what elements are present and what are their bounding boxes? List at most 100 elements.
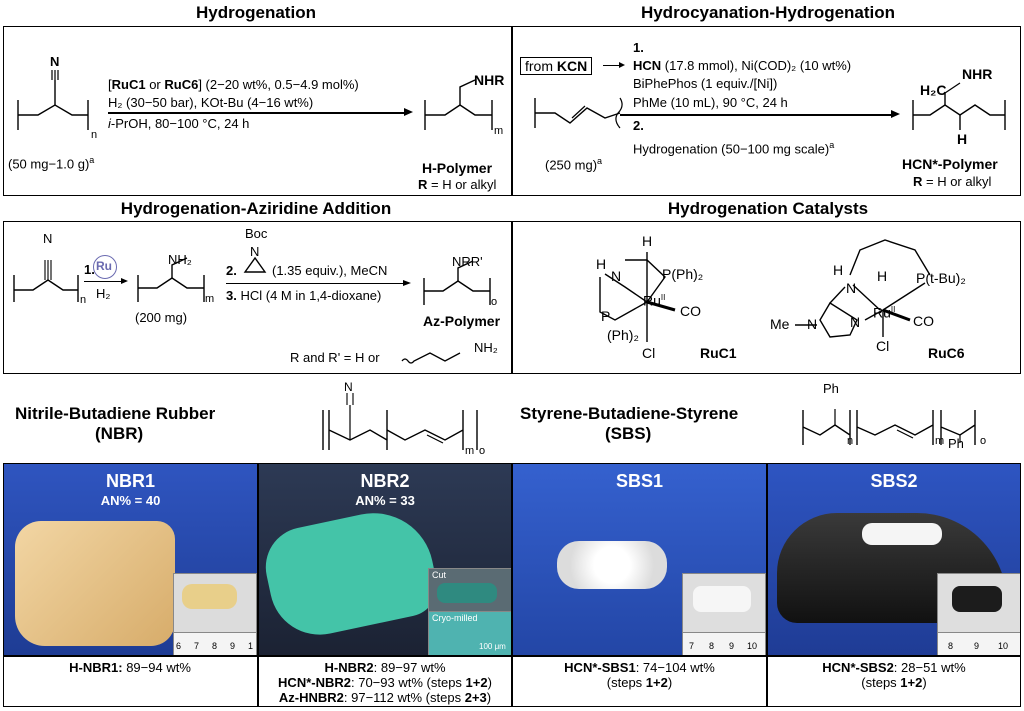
hcn-sample-amount: (250 mg)a [545,156,603,173]
rr-definition: R and R' = H or [290,350,380,365]
az-polymer-label: Az-Polymer [423,313,501,329]
az-nitrile-structure [13,260,79,302]
cryo-label: Cryo-milled [432,613,478,623]
nitrile-n: N [50,54,60,69]
solvent-conditions: PhMe (10 mL), 90 °C, 24 h [633,95,788,110]
hydrocyanation-arrow-head [891,110,900,118]
sbs1-inset: 7 8 9 10 [682,573,766,655]
ruc6-me: Me [770,316,790,332]
caption-sbs2: HCN*-SBS2: 28−51 wt% (steps 1+2) [822,660,966,690]
sbs1-title: SBS1 [615,471,664,491]
h-polymer-label: H-Polymer [422,160,493,176]
hcn-nhr-label: NHR [962,66,993,82]
photo-divider-3 [766,463,768,707]
ruc6-n3: N [850,314,861,330]
sample-amount: (50 mg−1.0 g)a [8,155,95,172]
caption-sbs1: HCN*-SBS1: 74−104 wt% (steps 1+2) [564,660,715,690]
from-kcn-box: from KCN [520,57,593,75]
ruc6-h: H [877,268,888,284]
nbr-o: o [479,445,486,457]
kcn-arrow-head [619,62,625,68]
catalysts-title: Hydrogenation Catalysts [667,199,869,218]
az-h2: H₂ [96,286,111,301]
az-polymer-structure [423,260,491,305]
step2-label: 2. [633,118,644,133]
hcn-conditions: HCN (17.8 mmol), Ni(COD)₂ (10 wt%) [633,58,852,73]
az-repeat-m: m [205,293,215,305]
nbr-structure [322,393,478,450]
ruler-tick-10: 10 [747,641,758,651]
ruc6-h-n: H [833,262,844,278]
ruler-tick-9: 9 [230,641,236,651]
sbs2-inset-granules [952,586,1002,612]
step1-label: 1. [633,40,644,55]
sbs1-inset-pellets [693,586,751,612]
ruc1-pph2-top: P(Ph)₂ [662,266,704,282]
rr-nh2: NH₂ [474,340,498,355]
az-step3: 3. HCl (4 M in 1,4-dioxane) [226,288,382,303]
ruler: 6 7 8 9 1 [174,632,256,655]
ruler: 8 9 10 [938,632,1020,655]
repeat-m: m [494,125,504,137]
butadiene-polymer-structure [534,97,623,129]
az-step1: 1. [84,262,95,277]
nbr1-an: AN% = 40 [100,493,161,508]
catalysts-panel [512,221,1021,374]
nbr2-inset-cryo: Cryo-milled 100 μm [428,611,512,655]
caption-nbr2-line3: Az-HNBR2: 97−112 wt% (steps 2+3) [278,690,492,705]
nbr1-title: NBR1 [105,471,155,491]
az-arrow1-head [121,278,128,284]
hcn-polymer-label: HCN*-Polymer [902,156,998,172]
ruc1-ph2: (Ph)₂ [607,327,639,343]
ruler-tick-9: 9 [729,641,735,651]
sbs2-inset: 8 9 10 [937,573,1021,655]
ruc6-n2: N [807,316,818,332]
ruler-tick-8: 8 [212,641,218,651]
ruc1-p: P [601,308,611,324]
nbr-cn: N [344,380,353,394]
ruler-tick-10: 10 [998,641,1009,651]
nbr1-inset-granules [182,584,237,609]
az-repeat-o: o [491,296,498,308]
az-equiv: (1.35 equiv.), MeCN [272,263,388,278]
ruc1-structure [599,252,676,342]
scale-bar-label: 100 μm [479,642,506,651]
r-definition: R = H or alkyl [418,177,497,192]
az-step2: 2. [226,263,237,278]
photo-divider-1 [257,463,259,707]
ruc1-n: N [611,268,622,284]
ruc6-structure [795,239,931,338]
repeat-n: n [91,129,98,141]
sbs-ph-bot: Ph [948,436,964,451]
sbs-ph-top: Ph [823,381,839,396]
ruler-tick-7: 7 [689,641,695,651]
hydrogen-label: H [957,131,968,147]
caption-nbr2: H-NBR2: 89−97 wt% HCN*-NBR2: 70−93 wt% (… [258,660,512,705]
hcn-r-definition: R = H or alkyl [913,174,992,189]
ruler-tick-8: 8 [709,641,715,651]
az-arrow2 [226,283,406,285]
hydrogenation-step: Hydrogenation (50−100 mg scale)a [633,140,835,157]
ruler-tick-9: 9 [974,641,980,651]
sbs2-title: SBS2 [870,471,918,491]
boc-label: Boc [245,226,268,241]
kcn-arrow [603,65,621,67]
arrow-head [404,108,413,116]
ruler: 7 8 9 10 [683,632,765,655]
aziridine-panel [3,221,512,374]
cut-label: Cut [432,570,447,580]
reaction-arrow [108,112,408,114]
ruc6-label: RuC6 [928,345,965,361]
ruler-tick-8: 8 [948,641,954,651]
ruler-tick-6: 6 [176,641,182,651]
aziridine-title: Hydrogenation-Aziridine Addition [120,199,392,218]
ruc6-co: CO [913,313,934,329]
ruc1-h-n: H [596,256,607,272]
nbr1-rubber-block [15,521,175,646]
aziridine-n: N [250,244,260,259]
nbr2-title: NBR2 [360,471,410,491]
ru-label: Ru [96,259,112,273]
ruc1-ru: RuII [643,292,666,309]
nhr-label: NHR [474,72,505,88]
sbs1-photo: SBS1 7 8 9 10 [512,463,767,655]
